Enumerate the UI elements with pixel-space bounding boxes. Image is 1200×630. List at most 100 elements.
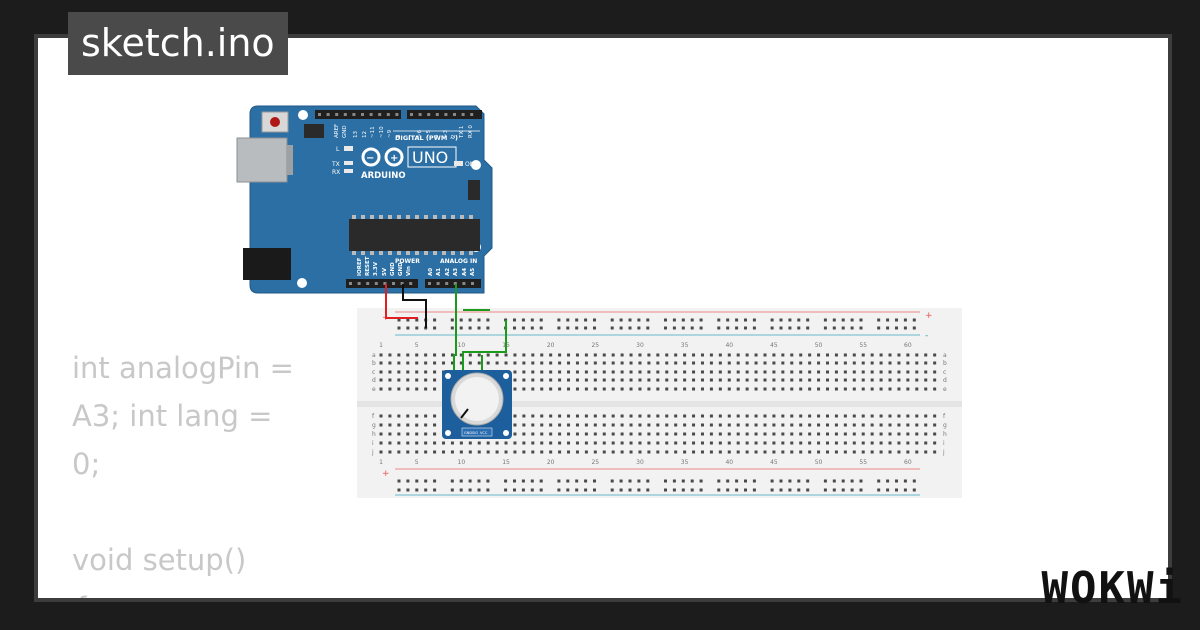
column-number: 40	[725, 459, 733, 466]
plus-label: +	[382, 469, 390, 479]
microcontroller-chip	[349, 219, 480, 251]
header-power	[346, 279, 418, 288]
svg-text:−: −	[366, 153, 374, 164]
column-number: 25	[591, 342, 599, 349]
column-number: 30	[636, 342, 644, 349]
arduino-uno[interactable]: − + UNO ARDUINO DIGITAL (PWM ~) L TX RX …	[236, 105, 493, 294]
pin-label: ~5	[426, 129, 432, 138]
row-letter: j	[371, 449, 374, 456]
code-line: int analogPin =	[72, 351, 294, 385]
pin-label: 2	[451, 135, 457, 139]
pin-label: TX 1	[459, 126, 465, 139]
rx-label: RX	[332, 169, 340, 176]
column-number: 10	[458, 342, 466, 349]
column-number: 40	[725, 342, 733, 349]
column-number: 45	[770, 342, 778, 349]
pin-label: ~10	[379, 126, 385, 138]
usb-port	[236, 137, 288, 183]
column-number: 50	[815, 459, 823, 466]
row-letter: i	[372, 440, 374, 447]
on-label: ON	[465, 161, 474, 168]
pin-label: 13	[353, 131, 359, 138]
pin-label: 4	[434, 134, 440, 138]
l-label: L	[336, 146, 340, 153]
row-letter: a	[943, 352, 947, 359]
column-number: 60	[904, 342, 912, 349]
analog-pin-label: A0	[428, 268, 434, 276]
row-letter: c	[943, 369, 946, 376]
code-line: 0;	[72, 447, 101, 481]
column-number: 30	[636, 459, 644, 466]
power-pin-label: 5V	[382, 267, 388, 276]
plus-label: +	[925, 311, 933, 321]
row-letter: c	[372, 369, 375, 376]
row-letter: d	[372, 377, 376, 384]
analog-pin-label: A5	[470, 268, 476, 276]
row-letter: d	[943, 377, 947, 384]
pin-label: ~9	[387, 129, 393, 138]
tx-label: TX	[331, 161, 340, 168]
column-number: 15	[502, 459, 510, 466]
power-pin-label: GND	[398, 262, 404, 276]
analog-pin-label: A2	[445, 268, 451, 276]
code-preview: int analogPin = A3; int lang = 0; void s…	[72, 344, 332, 598]
pot-pin-label: SIG	[472, 431, 478, 435]
row-letter: b	[372, 360, 376, 367]
column-number: 55	[859, 459, 867, 466]
column-number: 35	[681, 342, 689, 349]
power-pin-label: GND	[390, 262, 396, 276]
arduino-label: ARDUINO	[361, 171, 406, 181]
digital-header: DIGITAL (PWM ~)	[395, 134, 458, 142]
wokwi-logo: WOKWi	[1041, 563, 1184, 614]
minus-label: -	[925, 331, 928, 341]
row-letter: i	[943, 440, 945, 447]
row-letter: j	[942, 449, 945, 456]
column-number: 1	[379, 459, 383, 466]
header-analog	[425, 279, 481, 288]
wire-gnd	[402, 284, 427, 328]
knob-indicator	[460, 408, 469, 419]
header-top-left	[315, 110, 401, 119]
svg-text:+: +	[390, 153, 398, 164]
pot-pin-label: GND	[464, 431, 472, 435]
potentiometer[interactable]: GND SIG VCC	[442, 370, 512, 439]
breadboard-holes	[379, 318, 937, 492]
on-led	[454, 161, 463, 166]
pin-label: 12	[362, 131, 368, 138]
card-content: int analogPin = A3; int lang = 0; void s…	[34, 34, 1172, 602]
analog-pin-label: A3	[453, 268, 459, 276]
analog-pin-label: A4	[462, 268, 468, 276]
uno-label: UNO	[412, 148, 448, 167]
wires[interactable]	[385, 284, 507, 372]
pin-label: GND	[342, 125, 348, 138]
power-pin-label: Vin	[406, 266, 412, 276]
power-jack	[243, 248, 291, 280]
rx-led	[344, 169, 353, 173]
row-letter: h	[943, 431, 947, 438]
power-pin-label: IOREF	[357, 257, 363, 276]
pin-label: AREF	[334, 124, 340, 138]
column-number: 45	[770, 459, 778, 466]
pin-label: 7	[409, 134, 415, 138]
column-number: 60	[904, 459, 912, 466]
pin-label: RX 0	[468, 125, 474, 138]
row-letter: b	[943, 360, 947, 367]
column-number: 10	[458, 459, 466, 466]
column-number: 1	[379, 342, 383, 349]
row-letter: g	[372, 422, 376, 429]
row-letter: e	[372, 386, 376, 393]
row-letter: f	[943, 413, 946, 420]
column-number: 55	[859, 342, 867, 349]
power-pin-label: 3.3V	[373, 261, 379, 276]
sketch-title: sketch.ino	[68, 12, 288, 75]
pin-label: ~11	[370, 126, 376, 138]
pin-label: ~6	[417, 129, 423, 138]
row-letter: a	[372, 352, 376, 359]
code-line: A3; int lang =	[72, 399, 273, 433]
arduino-logo-icon	[361, 147, 404, 167]
wire-5v	[385, 284, 418, 319]
column-number: 20	[547, 342, 555, 349]
